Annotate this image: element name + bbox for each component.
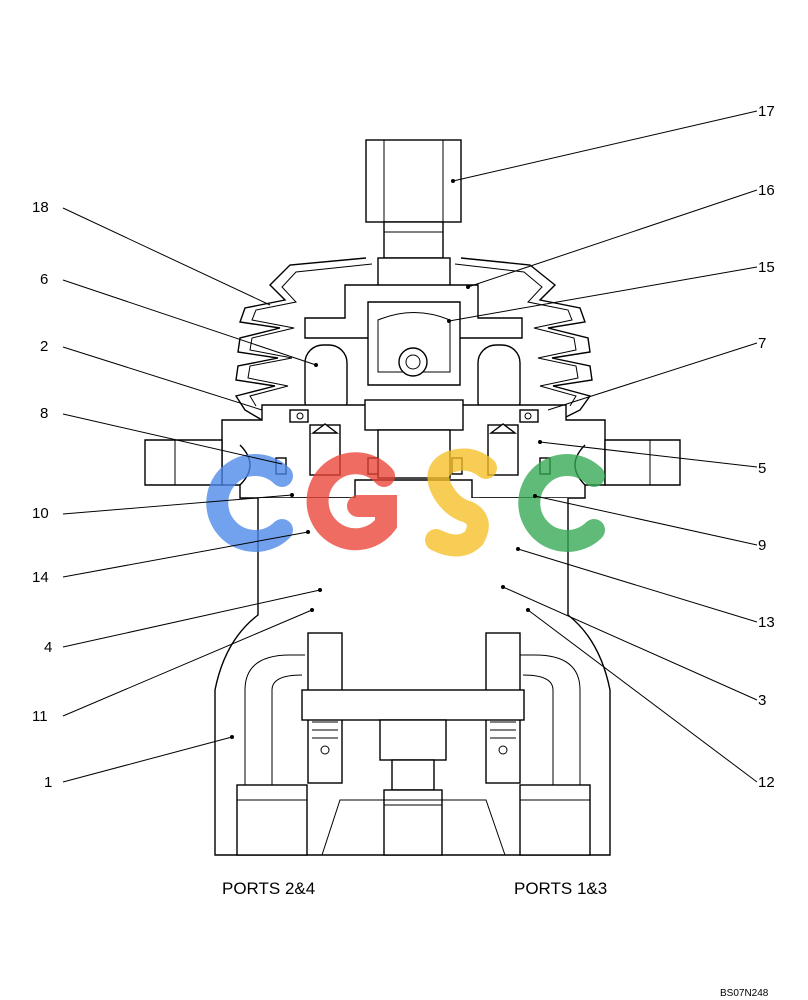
callout-4: 4 — [44, 639, 52, 656]
callout-2: 2 — [40, 338, 48, 355]
callout-labels: 17 16 15 18 6 2 7 8 5 10 9 14 13 4 3 11 … — [32, 103, 775, 791]
callout-5: 5 — [758, 460, 766, 477]
callout-3: 3 — [758, 692, 766, 709]
leader-lines — [62, 110, 758, 783]
ports-right-label: PORTS 1&3 — [514, 879, 607, 898]
watermark-letter-s-yellow — [425, 448, 497, 557]
leader-dots — [230, 179, 542, 739]
watermark-letter-g-red — [306, 452, 397, 551]
watermark-letter-c-green — [518, 454, 605, 552]
callout-13: 13 — [758, 614, 775, 631]
drawing-code: BS07N248 — [720, 988, 769, 999]
callout-6: 6 — [40, 271, 48, 288]
callout-9: 9 — [758, 537, 766, 554]
callout-15: 15 — [758, 259, 775, 276]
callout-12: 12 — [758, 774, 775, 791]
callout-14: 14 — [32, 569, 49, 586]
callout-1: 1 — [44, 774, 52, 791]
callout-17: 17 — [758, 103, 775, 120]
callout-11: 11 — [32, 708, 48, 725]
callout-7: 7 — [758, 335, 766, 352]
ports-left-label: PORTS 2&4 — [222, 879, 315, 898]
callout-8: 8 — [40, 405, 48, 422]
callout-16: 16 — [758, 182, 775, 199]
callout-10: 10 — [32, 505, 49, 522]
callout-18: 18 — [32, 199, 49, 216]
